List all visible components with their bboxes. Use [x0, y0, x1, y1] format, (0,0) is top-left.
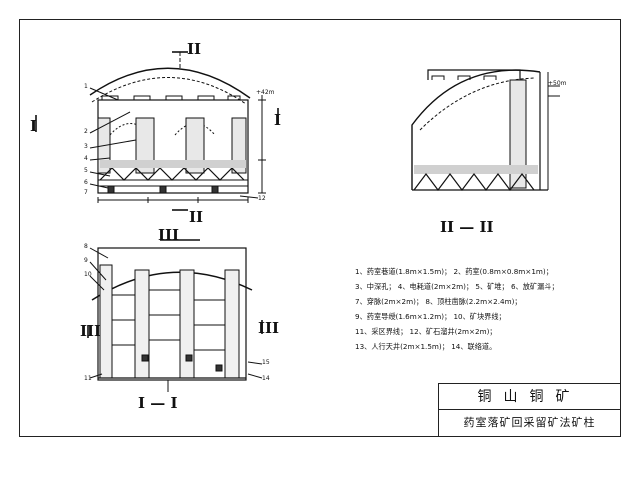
section-mark-left: I — [30, 117, 37, 135]
section-mark-plan-left: III — [80, 322, 101, 340]
callout-12: 12 — [258, 195, 266, 202]
callout-8: 8 — [84, 243, 88, 250]
drawing-title: 药室落矿回采留矿法矿柱 — [463, 416, 596, 429]
drawing-frame — [19, 19, 621, 437]
callout-10: 10 — [84, 271, 92, 278]
legend-line-4: 9、药室导绶(1.6m×1.2m)； 10、矿块界线； — [355, 312, 506, 321]
dimension-plus42: +42m — [256, 89, 275, 96]
callout-14: 14 — [262, 375, 270, 382]
callout-15: 15 — [262, 359, 270, 366]
legend-line-1: 1、药室巷道(1.8m×1.5m)； 2、药室(0.8m×0.8m×1m)； — [355, 267, 553, 276]
legend-line-6: 13、人行天井(2m×1.5m)； 14、联络道。 — [355, 342, 497, 351]
callout-3: 3 — [84, 143, 88, 150]
legend-line-3: 7、穿脉(2m×2m)； 8、顶柱凿脉(2.2m×2.4m)； — [355, 297, 522, 306]
section-mark-plan-right: III — [258, 319, 279, 337]
view-label-1: I — I — [138, 394, 177, 412]
longitudinal-section-view — [35, 51, 279, 211]
mine-name: 铜山铜矿 — [439, 384, 620, 410]
callout-4: 4 — [84, 155, 88, 162]
callout-7: 7 — [84, 189, 88, 196]
dimension-plus50: +50m — [548, 80, 567, 87]
plan-view — [87, 239, 263, 392]
callout-11: 11 — [84, 375, 92, 382]
callout-1: 1 — [84, 83, 88, 90]
callout-5: 5 — [84, 167, 88, 174]
section-mark-right: I — [274, 111, 281, 129]
legend-line-5: 11、采区界线； 12、矿石溜井(2m×2m)； — [355, 327, 497, 336]
section-mark-bottom: II — [189, 208, 203, 226]
view-label-2: II — II — [440, 218, 494, 236]
callout-2: 2 — [84, 128, 88, 135]
callout-6: 6 — [84, 179, 88, 186]
section-mark-top: II — [187, 40, 201, 58]
cross-section-view — [411, 69, 560, 191]
callout-9: 9 — [84, 257, 88, 264]
legend-line-2: 3、中深孔； 4、电耗道(2m×2m)； 5、矿堆； 6、放矿漏斗； — [355, 282, 559, 291]
title-block: 铜山铜矿 药室落矿回采留矿法矿柱 — [438, 383, 621, 437]
section-mark-plan: III — [158, 226, 179, 244]
